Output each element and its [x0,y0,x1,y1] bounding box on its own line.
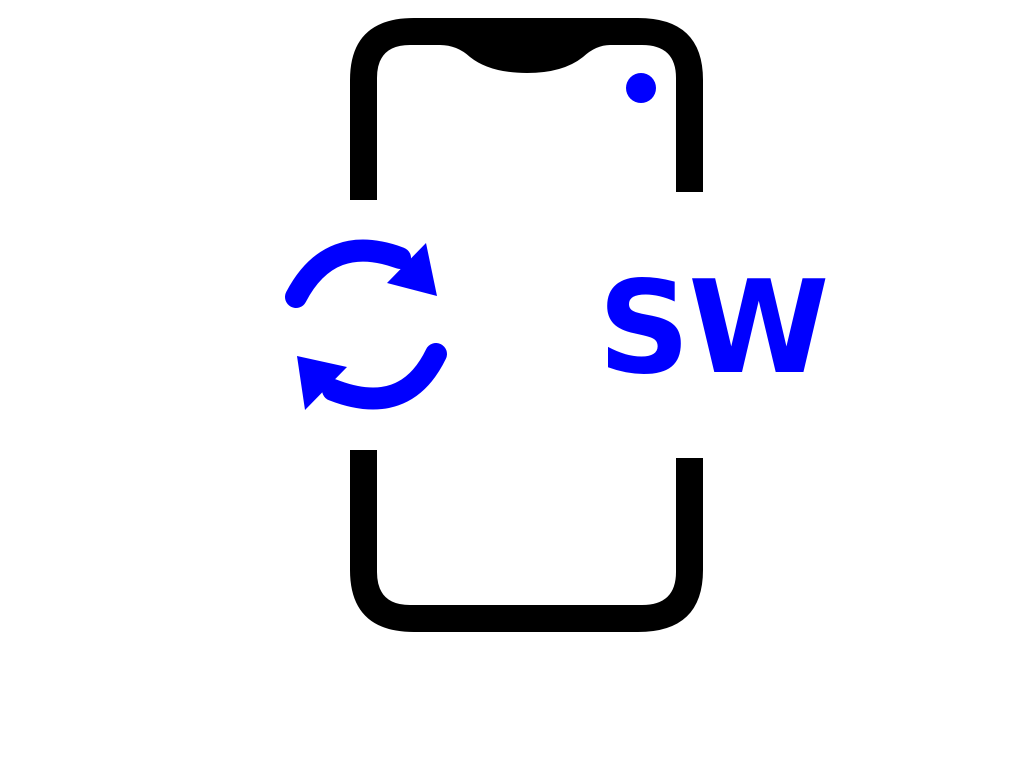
sync-arrowhead-bottom [297,356,347,410]
sw-label: SW [598,254,827,403]
sync-arrow-top [285,239,411,308]
sync-arrowhead-top [387,243,437,296]
sync-arrows-icon [285,239,447,410]
sync-arrow-bottom [322,343,447,410]
camera-dot [626,73,656,103]
